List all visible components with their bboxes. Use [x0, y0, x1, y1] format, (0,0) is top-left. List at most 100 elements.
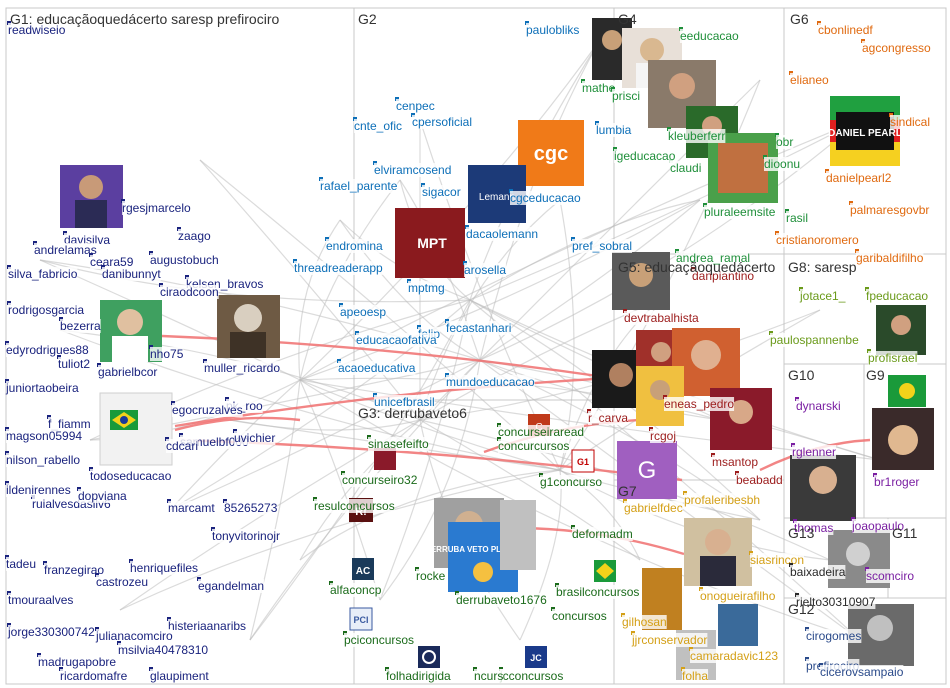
node-label-cpersoficial[interactable]: cpersoficial — [412, 115, 472, 129]
node-label-fecastanhari[interactable]: fecastanhari — [446, 321, 511, 335]
node-label-cdcari[interactable]: cdcari — [166, 439, 198, 453]
node-label-resulconcursos[interactable]: resulconcursos — [314, 499, 395, 513]
node-label-obr[interactable]: obr — [776, 135, 793, 149]
node-label-cbonlinedf[interactable]: cbonlinedf — [818, 23, 873, 37]
node-label-tadeu[interactable]: tadeu — [6, 557, 36, 571]
avatar-danielpearl2[interactable]: DANIEL PEARL — [828, 96, 902, 166]
node-label-scomciro[interactable]: scomciro — [866, 569, 914, 583]
node-label-andrea-ramal[interactable]: andrea_ramal — [676, 251, 750, 265]
node-label-elviramcosend[interactable]: elviramcosend — [374, 163, 451, 177]
node-label-glaupiment[interactable]: glaupiment — [150, 669, 209, 683]
node-label-franzegirao[interactable]: franzegirao — [44, 563, 104, 577]
avatar-muller-ricardo[interactable] — [217, 295, 280, 358]
avatar-camaradavic123[interactable] — [718, 604, 758, 646]
node-label-alfaconcp[interactable]: alfaconcp — [330, 583, 382, 597]
node-label-mptmg[interactable]: mptmg — [408, 281, 445, 295]
node-label-bezerra[interactable]: bezerra — [60, 319, 101, 333]
node-label-rafael-parente[interactable]: rafael_parente — [320, 179, 398, 193]
node-label-camaradavic123[interactable]: camaradavic123 — [690, 649, 778, 663]
node-label-silva-fabricio[interactable]: silva_fabricio — [8, 267, 78, 281]
node-label-mathe[interactable]: mathe — [582, 81, 616, 95]
node-label-cenpec[interactable]: cenpec — [396, 99, 435, 113]
node-label-rielto30310907[interactable]: rielto30310907 — [796, 595, 876, 609]
node-label-gabrielfdec[interactable]: gabrielfdec — [624, 501, 683, 515]
avatar-rocke2[interactable] — [500, 500, 536, 570]
node-label-jcconcursos[interactable]: jcconcursos — [499, 669, 563, 683]
node-label-dioonu[interactable]: dioonu — [764, 157, 800, 171]
node-label-cgceducacao[interactable]: cgceducacao — [510, 191, 581, 205]
node-label-rcgoj[interactable]: rcgoj — [650, 429, 676, 443]
node-label-agcongresso[interactable]: agcongresso — [862, 41, 931, 55]
avatar-thomas[interactable] — [790, 455, 856, 521]
node-label-onogueirafilho[interactable]: onogueirafilho — [700, 589, 776, 603]
node-label-cicerovsampaio[interactable]: cicerovsampaio — [820, 665, 904, 679]
node-label-fpeducacao[interactable]: fpeducacao — [866, 289, 928, 303]
node-label-cirogomes[interactable]: cirogomes — [806, 629, 861, 643]
node-label-cnte-ofic[interactable]: cnte_ofic — [354, 119, 402, 133]
node-label-egandelman[interactable]: egandelman — [198, 579, 264, 593]
node-label-gilhosan[interactable]: gilhosan — [622, 615, 667, 629]
avatar-cicerovsampaio[interactable] — [848, 604, 914, 666]
node-label-histeriaanaribs[interactable]: histeriaanaribs — [168, 619, 246, 633]
avatar-pciconcursos[interactable]: PCI — [349, 607, 373, 631]
node-label-dynarski[interactable]: dynarski — [796, 399, 841, 413]
avatar-jcconcursos[interactable]: JC — [525, 646, 547, 668]
node-label-f-fiamm[interactable]: f_fiamm — [48, 417, 91, 431]
node-label-paulobliks[interactable]: paulobliks — [526, 23, 579, 37]
node-label-sindical[interactable]: sindical — [890, 115, 930, 129]
node-label-arosella[interactable]: arosella — [464, 263, 506, 277]
node-label-rgesjmarcelo[interactable]: rgesjmarcelo — [122, 201, 191, 215]
node-label-elianeo[interactable]: elianeo — [790, 73, 829, 87]
node-label-pluraleemsite[interactable]: pluraleemsite — [704, 205, 776, 219]
node-label-concurcursos[interactable]: concurcursos — [498, 439, 569, 453]
node-label-beabadd[interactable]: beabadd — [736, 473, 783, 487]
avatar-brasilconcursos[interactable] — [594, 560, 616, 582]
node-label-unicefbrasil[interactable]: unicefbrasil — [374, 395, 435, 409]
node-label-mundoeducacao[interactable]: mundoeducacao — [446, 375, 535, 389]
node-label-kleuberferr[interactable]: kleuberferr — [668, 129, 725, 143]
node-label-augustobuch[interactable]: augustobuch — [150, 253, 219, 267]
node-label-devtrabalhista[interactable]: devtrabalhista — [624, 311, 699, 325]
node-label-marcamt[interactable]: marcamt — [168, 501, 215, 515]
node-label-baixadeira[interactable]: baixadeira — [790, 565, 846, 579]
node-label-nho75[interactable]: nho75 — [150, 347, 184, 361]
node-label-juniortaobeira[interactable]: juniortaobeira — [5, 381, 79, 395]
node-label-jorge330300742[interactable]: jorge330300742 — [7, 625, 95, 639]
node-label-concurseiraread[interactable]: concurseiraread — [498, 425, 584, 439]
node-label-sigacor[interactable]: sigacor — [422, 185, 461, 199]
node-label-tonyvitorinojr[interactable]: tonyvitorinojr — [212, 529, 280, 543]
node-label-sinasefeifto[interactable]: sinasefeifto — [368, 437, 429, 451]
avatar-davisilva[interactable] — [60, 165, 123, 228]
node-label-85265273[interactable]: 85265273 — [224, 501, 278, 515]
node-label-andrelamas[interactable]: andrelamas — [34, 243, 97, 257]
node-label-paulospannenbe[interactable]: paulospannenbe — [770, 333, 859, 347]
node-label-educacaofativa[interactable]: educacaofativa — [356, 333, 437, 347]
node-label-egocruzalves[interactable]: egocruzalves — [172, 403, 243, 417]
avatar-br1roger[interactable] — [872, 408, 934, 470]
node-label-madrugapobre[interactable]: madrugapobre — [38, 655, 116, 669]
node-label-brasilconcursos[interactable]: brasilconcursos — [556, 585, 639, 599]
avatar-g9-flag[interactable] — [888, 375, 926, 407]
node-label-threadreaderapp[interactable]: threadreaderapp — [294, 261, 383, 275]
node-label-jjrconservador[interactable]: jjrconservador — [631, 633, 707, 647]
node-label-lumbia[interactable]: lumbia — [596, 123, 632, 137]
avatar-profisrael[interactable] — [876, 305, 926, 355]
avatar-cgceducacao[interactable]: cgc — [518, 120, 584, 186]
node-label-derrubaveto1676[interactable]: derrubaveto1676 — [456, 593, 547, 607]
avatar-msantop[interactable] — [710, 388, 772, 450]
node-label-profisrael[interactable]: profisrael — [868, 351, 917, 365]
node-label-rodrigosgarcia[interactable]: rodrigosgarcia — [8, 303, 84, 317]
node-label-pciconcursos[interactable]: pciconcursos — [344, 633, 414, 647]
node-label-profaleribesbh[interactable]: profaleribesbh — [684, 493, 760, 507]
node-label-ceara59[interactable]: ceara59 — [90, 255, 134, 269]
node-label-apeoesp[interactable]: apeoesp — [340, 305, 386, 319]
node-label-rocke[interactable]: rocke — [416, 569, 446, 583]
node-label-tmouraalves[interactable]: tmouraalves — [8, 593, 73, 607]
node-label-nilson-rabello[interactable]: nilson_rabello — [6, 453, 80, 467]
node-label-concursos[interactable]: concursos — [552, 609, 607, 623]
node-label-ncurs[interactable]: ncurs — [474, 669, 503, 683]
node-label-claudi[interactable]: claudi — [670, 161, 701, 175]
node-label-acaoeducativa[interactable]: acaoeducativa — [338, 361, 416, 375]
node-label-rasil[interactable]: rasil — [786, 211, 808, 225]
avatar-folhadirigida[interactable] — [418, 646, 440, 668]
